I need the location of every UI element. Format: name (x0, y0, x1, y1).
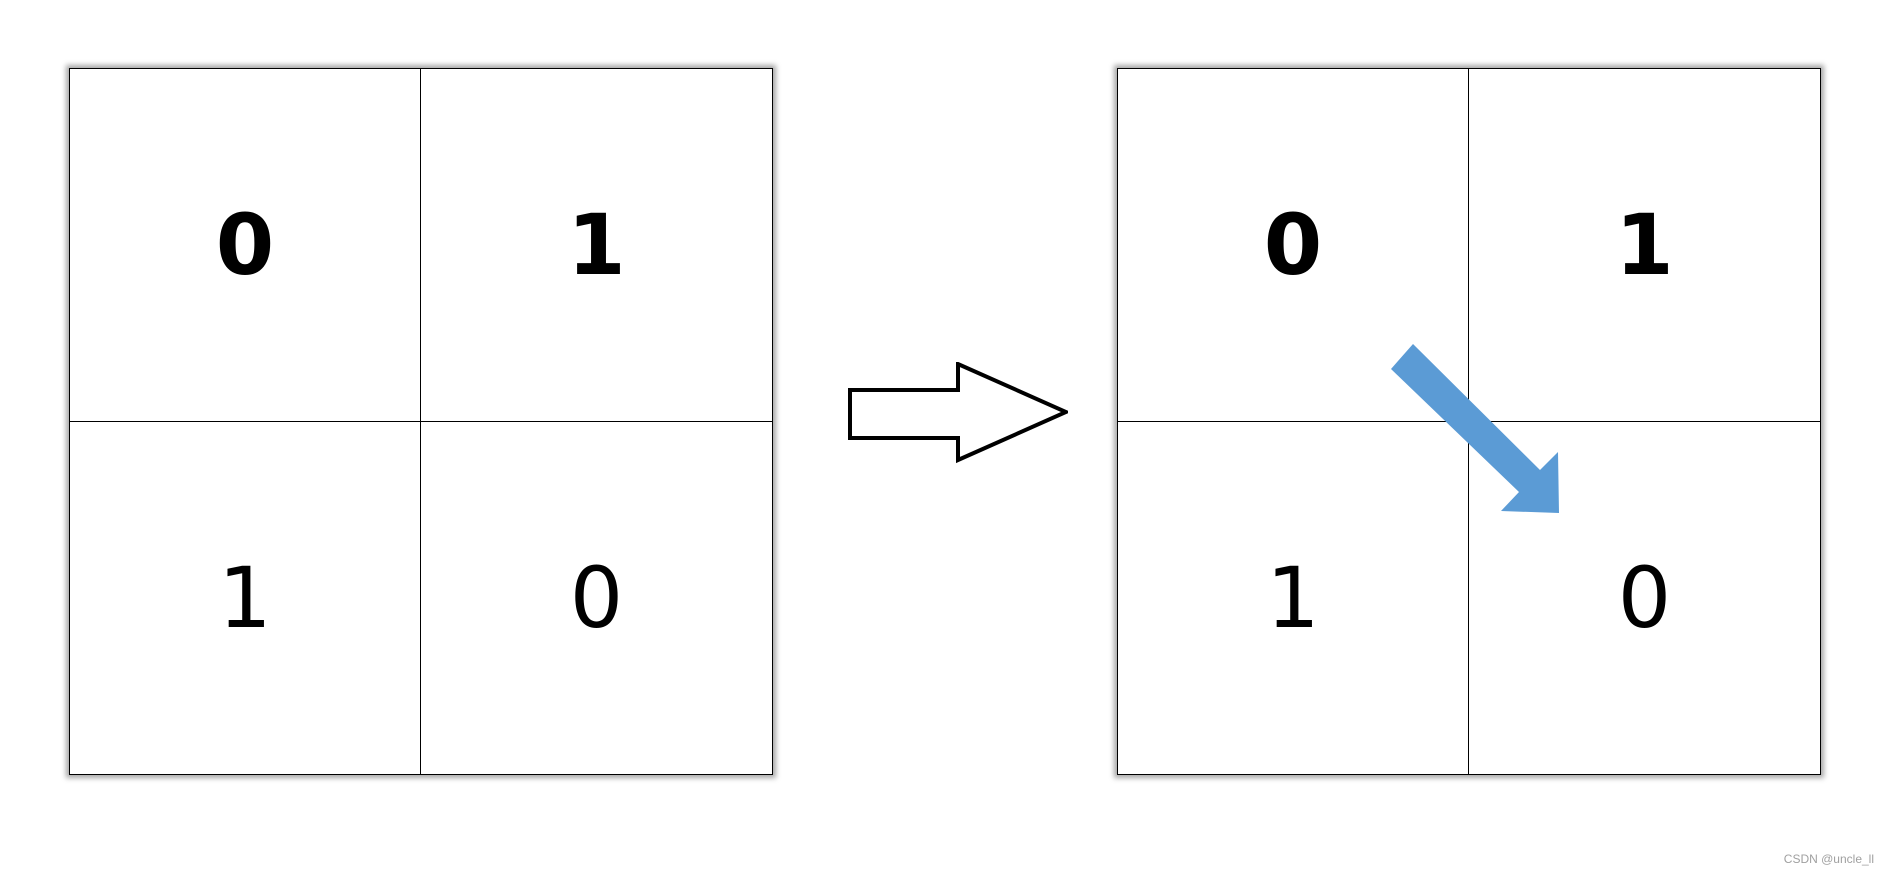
left-grid-cell-bottom-right: 0 (569, 548, 624, 647)
right-grid-cell-bottom-left: 1 (1118, 421, 1469, 774)
left-grid: 0 1 1 0 (69, 68, 773, 775)
watermark: CSDN @uncle_ll (1783, 852, 1874, 866)
right-grid-cell-bottom-right: 0 (1617, 548, 1672, 647)
left-grid-cell-top-left: 0 (70, 69, 421, 422)
right-grid: 0 1 1 0 (1117, 68, 1821, 775)
left-grid-cell-top-right: 1 (421, 69, 772, 422)
right-grid-cell-top-right: 1 (1469, 69, 1820, 422)
right-grid-cell-top-left: 0 (1118, 69, 1469, 422)
left-grid-cell-bottom-left: 1 (70, 421, 421, 774)
right-arrow-icon (848, 362, 1068, 464)
